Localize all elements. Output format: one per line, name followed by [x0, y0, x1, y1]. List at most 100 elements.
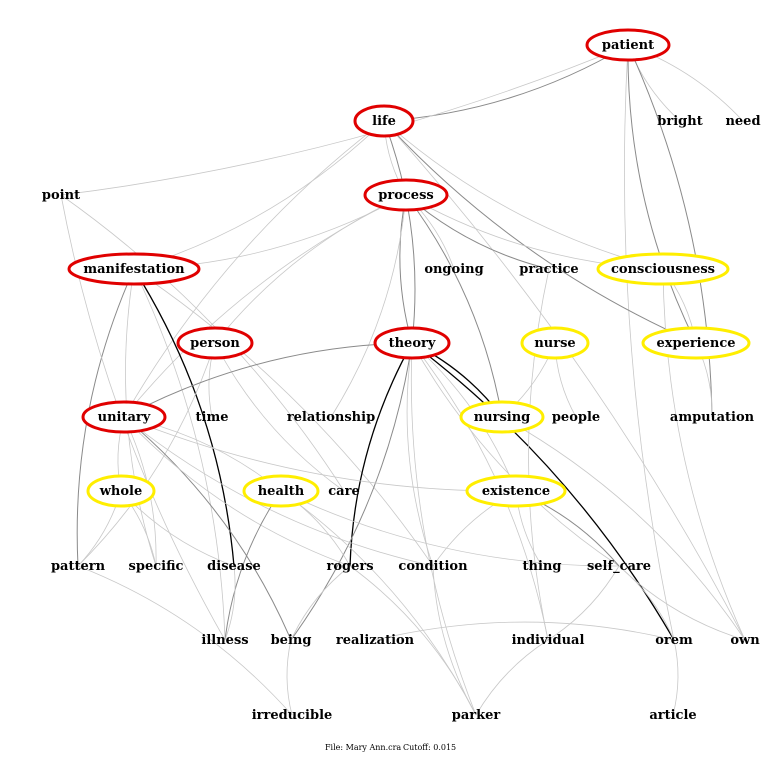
- edge-patient-orem: [624, 44, 675, 641]
- edge-manifestation-illness: [133, 268, 226, 641]
- node-ring-existence[interactable]: [465, 474, 567, 508]
- edge-life-theory: [383, 120, 416, 344]
- edge-unitary-being: [123, 416, 292, 641]
- node-label-individual: individual: [512, 633, 585, 648]
- edge-pattern-irreducible: [77, 565, 293, 716]
- node-ring-patient[interactable]: [585, 28, 671, 62]
- edge-life-experience: [383, 120, 697, 344]
- edge-rogers-being: [290, 565, 351, 641]
- footer-file: File: Mary Ann.cra: [325, 743, 401, 752]
- edge-theory-self_care: [411, 342, 620, 567]
- edge-self_care-own: [618, 565, 746, 641]
- node-label-own: own: [730, 633, 760, 648]
- edge-patient-experience: [627, 44, 697, 344]
- edge-person-care: [214, 342, 345, 492]
- node-label-time: time: [196, 410, 229, 425]
- edge-process-unitary: [123, 194, 407, 418]
- node-label-care: care: [328, 484, 359, 499]
- ring-layer: [67, 28, 751, 508]
- edge-unitary-rogers: [123, 416, 351, 567]
- node-label-practice: practice: [519, 262, 578, 277]
- node-label-process: process: [378, 188, 433, 203]
- edge-practice-individual: [528, 268, 550, 641]
- node-label-illness: illness: [201, 633, 248, 648]
- edge-nursing-own: [501, 416, 746, 641]
- footer-cutoff: Cutoff: 0.015: [403, 743, 456, 752]
- node-ring-manifestation[interactable]: [67, 252, 201, 286]
- edge-person-pattern: [77, 342, 216, 567]
- node-label-health: health: [258, 484, 305, 499]
- node-ring-process[interactable]: [363, 178, 449, 212]
- edge-self_care-individual: [547, 565, 620, 641]
- node-label-rogers: rogers: [326, 559, 373, 574]
- edge-being-irreducible: [286, 639, 293, 716]
- node-ring-whole[interactable]: [86, 474, 156, 508]
- node-label-patient: patient: [602, 38, 654, 53]
- label-layer: patient bright need life point process manifes…: [42, 38, 761, 723]
- edge-theory-orem: [411, 342, 675, 641]
- node-label-point: point: [42, 188, 80, 203]
- node-label-irreducible: irreducible: [252, 708, 333, 723]
- node-label-disease: disease: [207, 559, 261, 574]
- edge-theory-rogers: [349, 342, 413, 567]
- node-ring-person[interactable]: [176, 326, 254, 360]
- node-label-manifestation: manifestation: [83, 262, 185, 277]
- edge-manifestation-condition: [133, 268, 434, 567]
- node-label-orem: orem: [655, 633, 693, 648]
- node-label-relationship: relationship: [287, 410, 375, 425]
- edge-unitary-existence: [123, 416, 517, 492]
- edge-health-parker: [280, 490, 477, 716]
- node-label-pattern: pattern: [51, 559, 106, 574]
- node-ring-experience[interactable]: [641, 326, 751, 360]
- edge-layer: [60, 44, 746, 716]
- node-label-unitary: unitary: [98, 410, 151, 425]
- node-ring-health[interactable]: [242, 474, 320, 508]
- node-label-life: life: [372, 114, 396, 129]
- node-ring-consciousness[interactable]: [596, 252, 730, 286]
- node-label-condition: condition: [398, 559, 468, 574]
- node-label-self_care: self_care: [587, 559, 651, 574]
- edge-theory-condition: [406, 342, 434, 567]
- node-label-amputation: amputation: [670, 410, 755, 425]
- node-ring-life[interactable]: [353, 104, 415, 138]
- node-label-nurse: nurse: [534, 336, 575, 351]
- edge-health-self_care: [280, 490, 620, 567]
- node-label-bright: bright: [657, 114, 702, 129]
- edge-theory-being: [290, 342, 413, 641]
- edge-patient-amputation: [627, 44, 713, 418]
- edge-process-nursing: [405, 194, 503, 418]
- edge-manifestation-disease: [133, 268, 235, 567]
- edge-patient-life: [383, 44, 629, 122]
- node-ring-nursing[interactable]: [459, 400, 545, 434]
- edge-individual-parker: [475, 639, 549, 716]
- node-label-existence: existence: [482, 484, 550, 499]
- edge-theory-parker: [410, 342, 477, 716]
- edge-life-manifestation: [133, 120, 385, 270]
- node-ring-theory[interactable]: [373, 326, 451, 360]
- node-label-people: people: [552, 410, 600, 425]
- node-label-specific: specific: [129, 559, 184, 574]
- node-label-thing: thing: [523, 559, 562, 574]
- edge-patient-point: [60, 44, 629, 196]
- edge-process-relationship: [330, 194, 407, 418]
- node-label-nursing: nursing: [474, 410, 531, 425]
- node-label-being: being: [271, 633, 312, 648]
- edge-orem-article: [672, 639, 679, 716]
- node-label-article: article: [649, 708, 696, 723]
- node-ring-nurse[interactable]: [520, 326, 590, 360]
- node-label-parker: parker: [452, 708, 501, 723]
- node-label-ongoing: ongoing: [424, 262, 483, 277]
- edge-consciousness-own: [662, 268, 746, 641]
- node-label-person: person: [190, 336, 240, 351]
- edge-process-person: [214, 194, 407, 344]
- node-label-consciousness: consciousness: [611, 262, 715, 277]
- edge-realization-orem: [374, 621, 675, 641]
- edge-life-unitary: [123, 120, 385, 418]
- edge-process-theory: [399, 194, 413, 344]
- node-label-whole: whole: [99, 484, 143, 499]
- edge-theory-unitary: [123, 342, 413, 418]
- edge-disease-illness: [224, 565, 236, 641]
- node-label-need: need: [725, 114, 760, 129]
- node-ring-unitary[interactable]: [81, 400, 167, 434]
